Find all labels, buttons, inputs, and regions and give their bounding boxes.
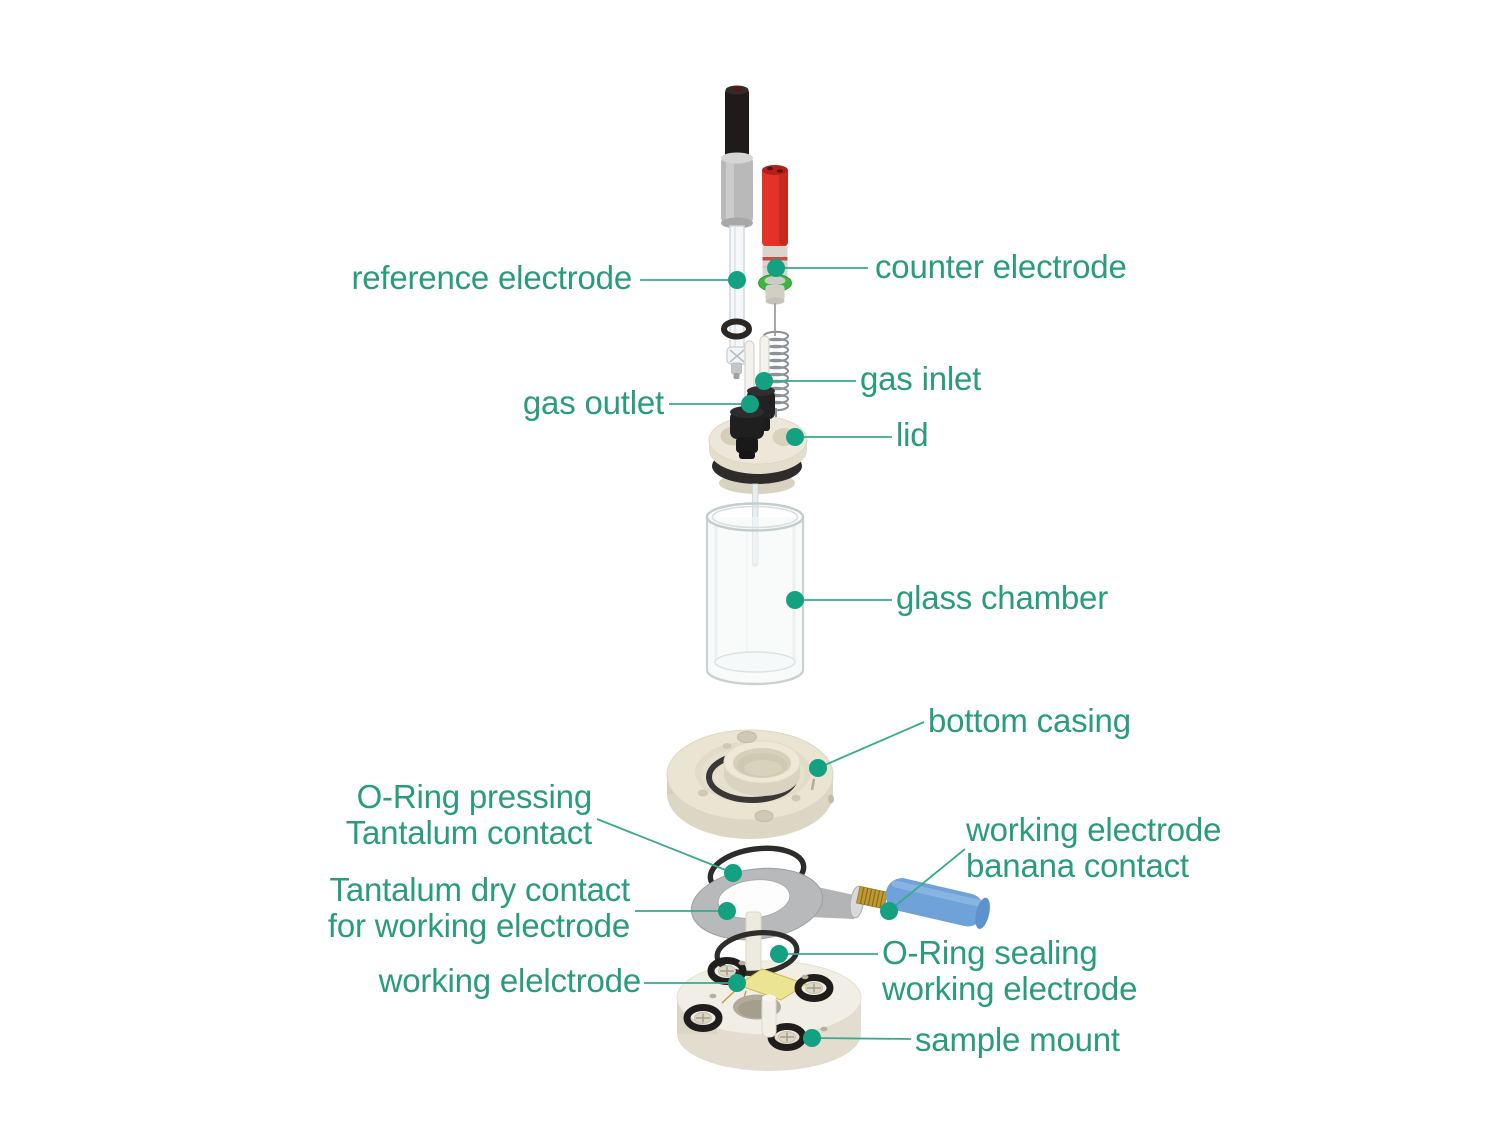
bottom-casing-figure [666,729,834,839]
glass-chamber-figure [705,483,805,686]
lid-figure [708,386,808,494]
label-oring-sealing: O-Ring sealing working electrode [882,935,1137,1007]
reference-electrode-figure [721,85,753,379]
label-line: O-Ring pressing [356,778,593,815]
grommet-screw [794,974,834,1002]
label-gas-outlet: gas outlet [522,384,664,421]
label-bottom-casing: bottom casing [928,702,1131,739]
label-lid: lid [896,416,929,453]
label-line: O-Ring sealing [882,934,1098,971]
label-line: Tantalum contact [345,814,592,851]
label-working-electrode-banana-contact: working electrode banana contact [966,812,1221,884]
label-oring-pressing: O-Ring pressing Tantalum contact [346,779,592,851]
grommet-screw [683,1004,723,1032]
label-line: working electrode [966,811,1222,848]
label-line: working electrode [882,970,1138,1007]
label-counter-electrode: counter electrode [875,248,1127,285]
leader-lines [596,267,966,1040]
grommet-screw [767,1023,807,1051]
grommet-screw [707,957,747,985]
mount-post [761,995,777,1038]
standoff-pillar [745,911,762,979]
label-working-electrode: working elelctrode [378,962,642,999]
leader-dots [718,259,898,1047]
working-electrode-sample [736,968,808,1001]
label-tantalum-dry-contact: Tantalum dry contact for working electro… [328,872,630,944]
label-gas-inlet: gas inlet [860,360,982,397]
label-reference-electrode: reference electrode [351,259,632,296]
banana-thread [855,885,888,910]
label-glass-chamber: glass chamber [896,579,1108,616]
tantalum-contact-figure [690,867,990,941]
label-line: for working electrode [327,907,630,944]
sample-mount-details [683,957,834,1051]
label-line: Tantalum dry contact [329,871,631,908]
label-sample-mount: sample mount [915,1021,1120,1058]
banana-contact [885,878,990,929]
reference-oring [721,318,752,340]
label-line: banana contact [966,847,1189,884]
